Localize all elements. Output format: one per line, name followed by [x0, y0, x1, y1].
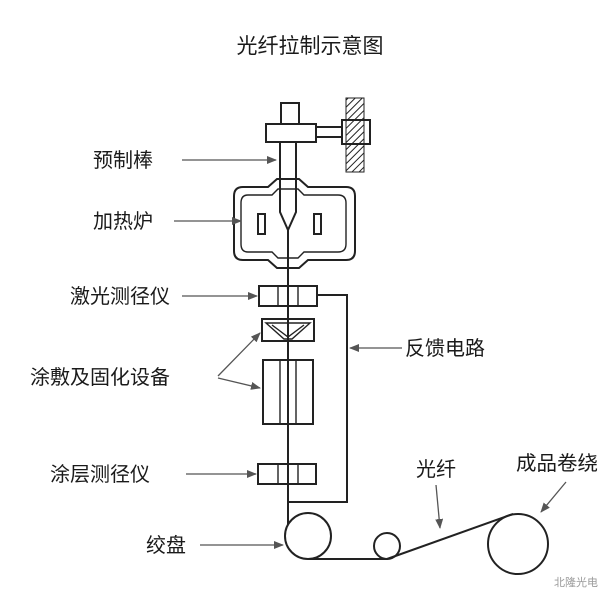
diagram-title: 光纤拉制示意图 — [237, 34, 384, 58]
laser-diameter-gauge — [258, 285, 318, 307]
coating-cup — [261, 318, 315, 342]
fiber-line-to-spool — [308, 513, 514, 560]
label-laser-gauge: 激光测径仪 — [70, 284, 170, 308]
furnace — [233, 178, 356, 269]
preform-rod — [279, 142, 297, 233]
watermark: 北隆光电 — [554, 575, 598, 589]
label-furnace: 加热炉 — [93, 209, 153, 233]
capstan-wheel — [284, 512, 332, 560]
take-up-spool — [487, 513, 549, 575]
label-fiber: 光纤 — [416, 457, 456, 481]
label-coating-equipment: 涂敷及固化设备 — [30, 365, 170, 389]
coating-diameter-gauge — [257, 463, 317, 485]
feedback-circuit-line — [288, 294, 348, 503]
curing-unit — [262, 359, 314, 425]
label-preform: 预制棒 — [93, 148, 153, 172]
label-coating-gauge: 涂层测径仪 — [50, 462, 150, 486]
label-take-up-spool: 成品卷绕 — [516, 451, 598, 475]
preform-feed-mechanism — [265, 97, 371, 173]
label-feedback-circuit: 反馈电路 — [405, 336, 485, 360]
label-capstan: 绞盘 — [146, 533, 186, 557]
label-arrows — [174, 156, 567, 549]
